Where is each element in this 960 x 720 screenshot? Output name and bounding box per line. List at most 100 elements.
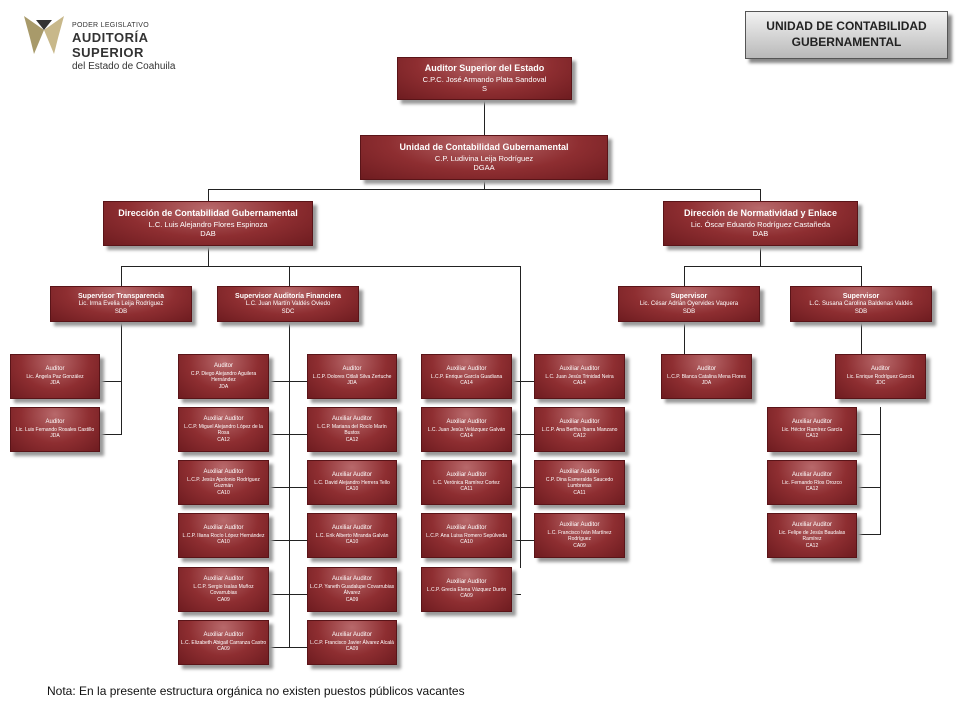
node-auxiliar-d3[interactable]: Auxiliar Auditor L.C. Verónica Ramírez C… — [421, 460, 512, 505]
node-supervisor-transparencia[interactable]: Supervisor Transparencia Lic. Irma Eveli… — [50, 286, 192, 322]
node-auditor-f1[interactable]: Auditor L.C.P. Blanca Catalina Mena Flor… — [661, 354, 752, 399]
connector-line — [100, 434, 122, 435]
node-title: Auxiliar Auditor — [446, 472, 487, 479]
node-title: Auxiliar Auditor — [559, 366, 600, 373]
node-name: L.C. David Alejandro Herrera Tello — [314, 479, 390, 486]
node-auditor-b1[interactable]: Auditor C.P. Diego Alejandro Aguilera He… — [178, 354, 269, 399]
node-auditor-c1[interactable]: Auditor L.C.P. Dolores Citlali Silva Zer… — [307, 354, 397, 399]
node-auxiliar-d5[interactable]: Auxiliar Auditor L.C.P. Grecia Elena Váz… — [421, 567, 512, 612]
node-code: CA12 — [573, 433, 586, 440]
node-title: Dirección de Contabilidad Gubernamental — [118, 207, 298, 218]
node-name: L.C.P. Enrique García Guadiana — [430, 373, 503, 380]
node-name: L.C.P. Jesús Apolonio Rodríguez Guzmán — [187, 476, 260, 490]
node-code: DAB — [752, 229, 769, 239]
node-auditor-g1[interactable]: Auditor Lic. Enrique Rodríguez García JD… — [835, 354, 926, 399]
node-supervisor-auditoria-financiera[interactable]: Supervisor Auditoría Financiera L.C. Jua… — [217, 286, 359, 322]
node-name: L.C.P. Blanca Catalina Mena Flores — [667, 373, 746, 380]
node-title: Supervisor — [842, 292, 880, 300]
connector-line — [269, 594, 307, 595]
node-name: L.C.P. Yaneth Guadalupe Covarrubias Álva… — [309, 583, 395, 597]
node-code: SDC — [281, 308, 295, 315]
node-title: Auxiliar Auditor — [331, 415, 373, 422]
connector-line — [269, 434, 307, 435]
node-title: Auxiliar Auditor — [203, 632, 244, 639]
node-name: L.C. Francisco Iván Martínez Rodríguez — [547, 529, 612, 543]
node-auxiliar-g4[interactable]: Auxiliar Auditor Lic. Felipe de Jesús Ba… — [767, 513, 857, 558]
node-name: C.P. Diego Alejandro Aguilera Hernández — [190, 370, 257, 384]
node-name: L.C.P. Dolores Citlali Silva Zertuche — [312, 373, 392, 380]
node-direccion-contabilidad[interactable]: Dirección de Contabilidad Gubernamental … — [103, 201, 313, 246]
node-code: CA10 — [217, 489, 230, 496]
node-auxiliar-b3[interactable]: Auxiliar Auditor L.C.P. Jesús Apolonio R… — [178, 460, 269, 505]
organization-logo: PODER LEGISLATIVO AUDITORÍA SUPERIOR del… — [20, 10, 190, 72]
connector-line — [857, 487, 881, 488]
connector-line — [512, 540, 521, 541]
node-name: C.P.C. José Armando Plata Sandoval — [422, 74, 547, 84]
node-auditor-a2[interactable]: Auditor Lic. Luis Fernando Rosales Casti… — [10, 407, 100, 452]
node-name: L.C. Juan Martín Valdés Oviedo — [245, 300, 331, 307]
node-auxiliar-d2[interactable]: Auxiliar Auditor L.C. Juan Jesús Velázqu… — [421, 407, 512, 452]
node-auxiliar-b6[interactable]: Auxiliar Auditor L.C. Elizabeth Abigail … — [178, 620, 269, 665]
node-auditor-a1[interactable]: Auditor Lic. Ángela Paz González JDA — [10, 354, 100, 399]
node-auxiliar-c4[interactable]: Auxiliar Auditor L.C. Erik Alberto Miran… — [307, 513, 397, 558]
node-direccion-normatividad[interactable]: Dirección de Normatividad y Enlace Lic. … — [663, 201, 858, 246]
node-name: L.C. Juan Jesús Velázquez Galván — [427, 426, 506, 433]
node-title: Auxiliar Auditor — [791, 472, 833, 479]
connector-line — [289, 322, 290, 648]
node-title: Auxiliar Auditor — [791, 419, 833, 426]
node-code: JDA — [50, 433, 60, 440]
node-name: L.C.P. Iliana Rocío López Hernández — [182, 532, 265, 539]
connector-line — [484, 180, 485, 189]
node-supervisor-oyervides[interactable]: Supervisor Lic. César Adrián Oyervides V… — [618, 286, 760, 322]
node-auxiliar-g3[interactable]: Auxiliar Auditor Lic. Fernando Ríos Oroz… — [767, 460, 857, 505]
node-auxiliar-e2[interactable]: Auxiliar Auditor L.C.P. Ana Bertha Ibarr… — [534, 407, 625, 452]
node-auxiliar-e3[interactable]: Auxiliar Auditor C.P. Dina Esmeralda Sau… — [534, 460, 625, 505]
node-code: JDA — [347, 380, 357, 387]
node-title: Auxiliar Auditor — [331, 472, 373, 479]
node-name: Lic. Ángela Paz González — [26, 373, 84, 380]
node-code: CA09 — [217, 596, 230, 603]
node-unidad-contabilidad[interactable]: Unidad de Contabilidad Gubernamental C.P… — [360, 135, 608, 180]
connector-line — [484, 100, 485, 135]
node-code: CA12 — [217, 436, 230, 443]
node-auxiliar-b4[interactable]: Auxiliar Auditor L.C.P. Iliana Rocío Lóp… — [178, 513, 269, 558]
connector-line — [880, 407, 881, 534]
node-auxiliar-d4[interactable]: Auxiliar Auditor L.C.P. Ana Luisa Romero… — [421, 513, 512, 558]
node-auxiliar-c2[interactable]: Auxiliar Auditor L.C.P. Mariana del Rocí… — [307, 407, 397, 452]
node-name: Lic. César Adrián Oyervides Vaquera — [639, 300, 739, 307]
node-auxiliar-c5[interactable]: Auxiliar Auditor L.C.P. Yaneth Guadalupe… — [307, 567, 397, 612]
node-name: L.C. Elizabeth Abigail Carranza Castro — [180, 639, 267, 646]
node-name: L.C.P. Miguel Alejandro López de la Rosa — [184, 423, 263, 437]
node-code: CA14 — [460, 433, 473, 440]
node-name: L.C. Juan Jesús Trinidad Neira — [545, 373, 614, 380]
node-name: L.C.P. Francisco Javier Álvarez Alcalá — [310, 639, 394, 646]
node-auxiliar-e4[interactable]: Auxiliar Auditor L.C. Francisco Iván Mar… — [534, 513, 625, 558]
node-name: L.C.P. Sergio Isaías Muñoz Covarrubias — [193, 583, 254, 597]
node-auxiliar-e1[interactable]: Auxiliar Auditor L.C. Juan Jesús Trinida… — [534, 354, 625, 399]
node-title: Auditor Superior del Estado — [424, 62, 545, 73]
node-name: C.P. Ludivina Leija Rodríguez — [434, 153, 534, 163]
node-auxiliar-c6[interactable]: Auxiliar Auditor L.C.P. Francisco Javier… — [307, 620, 397, 665]
node-supervisor-baldenas[interactable]: Supervisor L.C. Susana Carolina Baldenas… — [790, 286, 932, 322]
node-title: Supervisor Auditoría Financiera — [235, 292, 341, 300]
node-auditor-superior[interactable]: Auditor Superior del Estado C.P.C. José … — [397, 57, 572, 100]
node-auxiliar-g2[interactable]: Auxiliar Auditor Lic. Héctor Ramírez Gar… — [767, 407, 857, 452]
node-auxiliar-b2[interactable]: Auxiliar Auditor L.C.P. Miguel Alejandro… — [178, 407, 269, 452]
node-code: CA09 — [217, 646, 230, 653]
connector-line — [269, 540, 307, 541]
node-title: Auxiliar Auditor — [203, 525, 244, 532]
node-name: L.C.P. Ana Luisa Romero Sepúlveda — [426, 532, 507, 539]
node-name: Lic. Héctor Ramírez García — [781, 426, 843, 433]
node-code: DGAA — [473, 163, 495, 173]
connector-line — [520, 434, 534, 435]
node-code: JDC — [875, 380, 886, 387]
node-auxiliar-d1[interactable]: Auxiliar Auditor L.C.P. Enrique García G… — [421, 354, 512, 399]
logo-line-2: AUDITORÍA SUPERIOR — [72, 30, 148, 60]
node-name: C.P. Dina Esmeralda Saucedo Lumbreras — [545, 476, 614, 490]
connector-line — [289, 266, 290, 286]
node-auxiliar-b5[interactable]: Auxiliar Auditor L.C.P. Sergio Isaías Mu… — [178, 567, 269, 612]
node-name: L.C.P. Ana Bertha Ibarra Manzano — [541, 426, 618, 433]
node-auxiliar-c3[interactable]: Auxiliar Auditor L.C. David Alejandro He… — [307, 460, 397, 505]
connector-line — [857, 434, 881, 435]
connector-line — [100, 381, 122, 382]
